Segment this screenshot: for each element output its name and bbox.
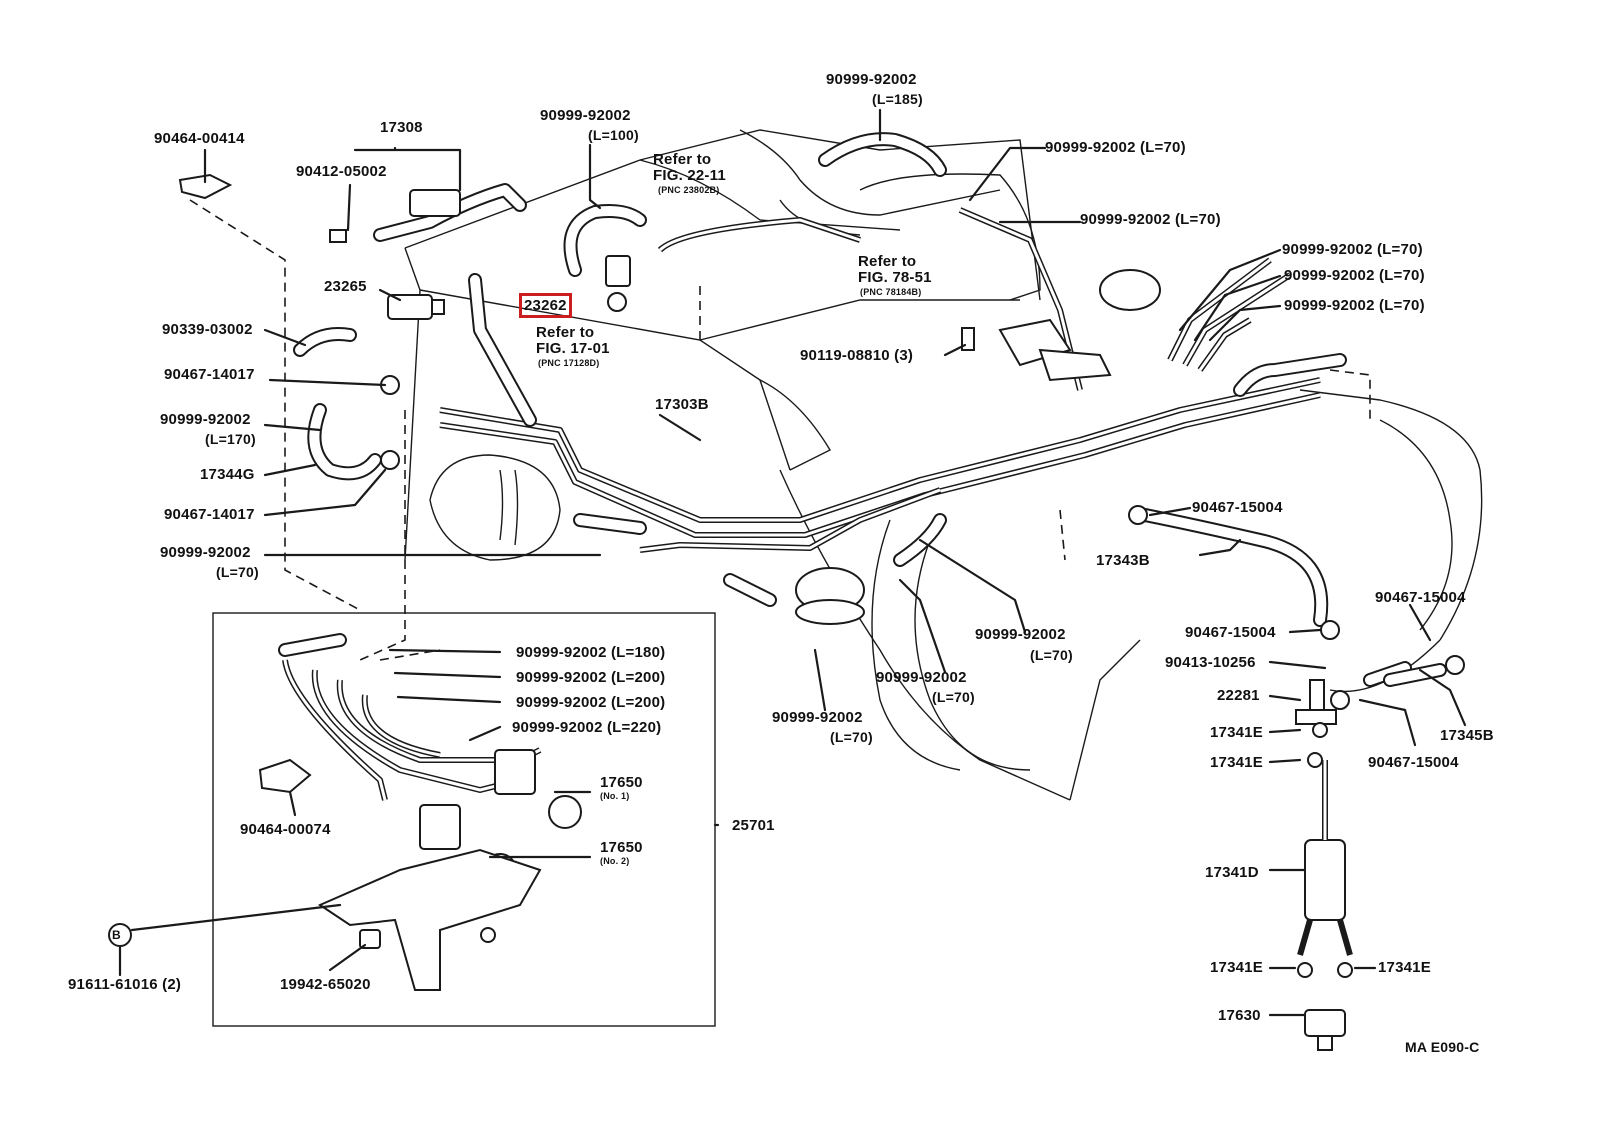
- callout-90467-14017-b: 90467-14017: [164, 506, 255, 523]
- refer-fig-22-11-line1: Refer to: [653, 151, 712, 168]
- callout-90999-92002-l100: 90999-92002: [540, 107, 631, 124]
- callout-90999-92002-l200-a: 90999-92002 (L=200): [516, 669, 666, 686]
- refer-fig-17-01-line1: Refer to: [536, 324, 595, 341]
- callout-90999-92002-l200-b: 90999-92002 (L=200): [516, 694, 666, 711]
- marker-b: B: [112, 928, 121, 942]
- callout-90999-92002-l70-b: 90999-92002 (L=70): [1080, 211, 1221, 228]
- callout-90999-92002-mid-a: 90999-92002: [975, 626, 1066, 643]
- callout-90119-08810: 90119-08810 (3): [800, 347, 914, 364]
- callout-17345b: 17345B: [1440, 727, 1494, 744]
- refer-fig-78-51-pnc: (PNC 78184B): [860, 287, 922, 297]
- callout-90999-92002-mid-a-length: (L=70): [1030, 647, 1073, 663]
- callout-90999-92002-l70-d: 90999-92002 (L=70): [1284, 267, 1425, 284]
- callout-91611-61016: 91611-61016 (2): [68, 976, 182, 993]
- callout-23265: 23265: [324, 278, 367, 295]
- assembly-25701-box: [212, 612, 716, 1027]
- callout-90467-15004-a: 90467-15004: [1192, 499, 1283, 516]
- callout-90413-10256: 90413-10256: [1165, 654, 1256, 671]
- callout-90999-92002-l100-length: (L=100): [588, 127, 639, 143]
- vacuum-hoses: [293, 132, 1412, 687]
- box-hoses: [278, 633, 542, 801]
- diagram-id: MA E090-C: [1405, 1039, 1480, 1055]
- callout-90999-92002-mid-b-length: (L=70): [932, 689, 975, 705]
- callout-25701: 25701: [732, 817, 775, 834]
- callout-17650-no1: 17650: [600, 774, 643, 791]
- callout-90999-92002-l70-a: 90999-92002 (L=70): [1045, 139, 1186, 156]
- components: [108, 173, 1465, 1051]
- callout-90999-92002-l170: 90999-92002: [160, 411, 251, 428]
- callout-90467-14017-a: 90467-14017: [164, 366, 255, 383]
- callout-19942-65020: 19942-65020: [280, 976, 371, 993]
- callout-22281: 22281: [1217, 687, 1260, 704]
- callout-17341e-a: 17341E: [1210, 724, 1263, 741]
- callout-17344g: 17344G: [200, 466, 255, 483]
- leader-lines: [118, 108, 1467, 1017]
- callout-90999-92002-mid-b: 90999-92002: [876, 669, 967, 686]
- callout-90467-15004-d: 90467-15004: [1368, 754, 1459, 771]
- refer-fig-78-51-line2: FIG. 78-51: [858, 269, 932, 286]
- callout-90412-05002: 90412-05002: [296, 163, 387, 180]
- assembly-dashed-lines: [189, 199, 1371, 661]
- callout-17341e-b: 17341E: [1210, 754, 1263, 771]
- refer-fig-17-01-pnc: (PNC 17128D): [538, 358, 600, 368]
- callout-17303b: 17303B: [655, 396, 709, 413]
- callout-23262-highlighted: 23262: [519, 293, 572, 318]
- callout-17341e-c: 17341E: [1210, 959, 1263, 976]
- callout-90464-00074: 90464-00074: [240, 821, 331, 838]
- callout-17308: 17308: [380, 119, 423, 136]
- callout-17650-no1-note: (No. 1): [600, 791, 630, 801]
- callout-17343b: 17343B: [1096, 552, 1150, 569]
- callout-90999-92002-left-l70: 90999-92002: [160, 544, 251, 561]
- callout-90999-92002-left-l70-length: (L=70): [216, 564, 259, 580]
- callout-90999-92002-l220: 90999-92002 (L=220): [512, 719, 662, 736]
- callout-90339-03002: 90339-03002: [162, 321, 253, 338]
- refer-fig-17-01-line2: FIG. 17-01: [536, 340, 610, 357]
- callout-90999-92002-l70-c: 90999-92002 (L=70): [1282, 241, 1423, 258]
- callout-17341e-d: 17341E: [1378, 959, 1431, 976]
- callout-90467-15004-b: 90467-15004: [1375, 589, 1466, 606]
- callout-90464-00414: 90464-00414: [154, 130, 245, 147]
- callout-90999-92002-l185: 90999-92002: [826, 71, 917, 88]
- callout-17630: 17630: [1218, 1007, 1261, 1024]
- callout-17650-no2-note: (No. 2): [600, 856, 630, 866]
- callout-90999-92002-l185-length: (L=185): [872, 91, 923, 107]
- callout-90999-92002-l70-e: 90999-92002 (L=70): [1284, 297, 1425, 314]
- callout-17341d: 17341D: [1205, 864, 1259, 881]
- callout-90467-15004-c: 90467-15004: [1185, 624, 1276, 641]
- callout-90999-92002-l170-length: (L=170): [205, 431, 256, 447]
- tube-bundle-17303b: [439, 207, 1321, 553]
- callout-90999-92002-mid-c-length: (L=70): [830, 729, 873, 745]
- callout-90999-92002-l180: 90999-92002 (L=180): [516, 644, 666, 661]
- refer-fig-78-51-line1: Refer to: [858, 253, 917, 270]
- refer-fig-22-11-pnc: (PNC 23802B): [658, 185, 720, 195]
- refer-fig-22-11-line2: FIG. 22-11: [653, 167, 726, 184]
- callout-17650-no2: 17650: [600, 839, 643, 856]
- callout-90999-92002-mid-c: 90999-92002: [772, 709, 863, 726]
